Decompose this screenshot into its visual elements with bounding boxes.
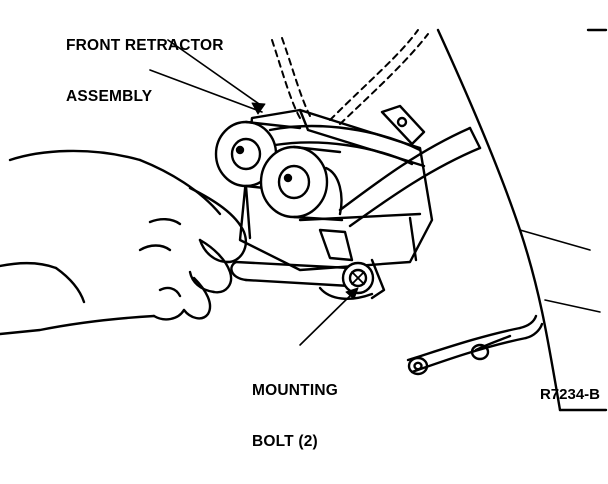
bolt-callout-line1: MOUNTING [252,382,338,399]
diagram-stage: FRONT RETRACTOR ASSEMBLY MOUNTING BOLT (… [0,3,608,450]
bolt-callout-label: MOUNTING BOLT (2) [252,348,338,484]
leader-lines [149,39,357,346]
floor-rails [406,314,544,376]
retractor-callout-line2: ASSEMBLY [66,88,153,105]
figure-id: R7234-B [539,386,600,403]
vehicle-body-panel [436,28,608,412]
retractor-arrowhead [251,102,266,115]
bolt-callout-line2: BOLT (2) [252,433,318,450]
retractor-illustration [0,28,608,412]
seat-outline-dashed [271,29,429,125]
wrench-tool [230,258,386,300]
hand-illustration [0,149,247,336]
retractor-callout-line1: FRONT RETRACTOR [66,37,224,54]
bolt-arrowhead [345,287,359,300]
retractor-spools [214,120,344,222]
retractor-callout-label: FRONT RETRACTOR ASSEMBLY [66,3,224,139]
